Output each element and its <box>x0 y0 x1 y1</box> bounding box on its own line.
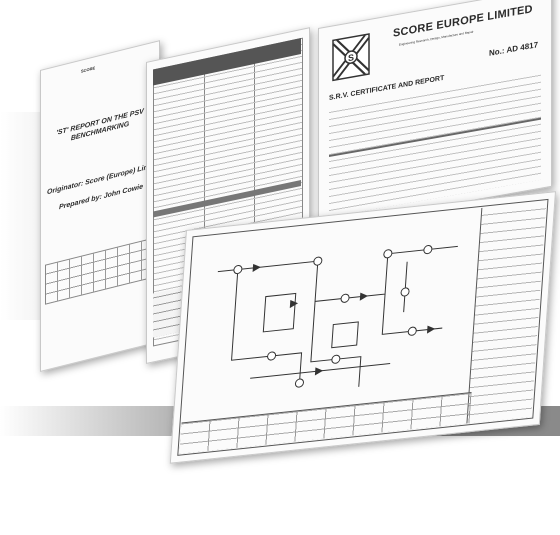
report-title: 'ST' REPORT ON THE PSV BENCHMARKING <box>56 108 144 143</box>
svg-text:S: S <box>348 52 354 63</box>
company-logo-icon: S <box>332 33 370 82</box>
report-revision-table <box>45 237 155 305</box>
certificate-document: S SCORE EUROPE LIMITED Engineering Resea… <box>318 0 552 228</box>
piping-schematic <box>217 245 458 388</box>
report-originator: Originator: Score (Europe) Limited <box>47 160 163 197</box>
engineering-drawing-document <box>169 191 556 464</box>
report-small-header: SCORE <box>81 65 96 74</box>
report-cover-document: SCORE 'ST' REPORT ON THE PSV BENCHMARKIN… <box>40 40 163 373</box>
certificate-number: No.: AD 4817 <box>489 40 539 58</box>
